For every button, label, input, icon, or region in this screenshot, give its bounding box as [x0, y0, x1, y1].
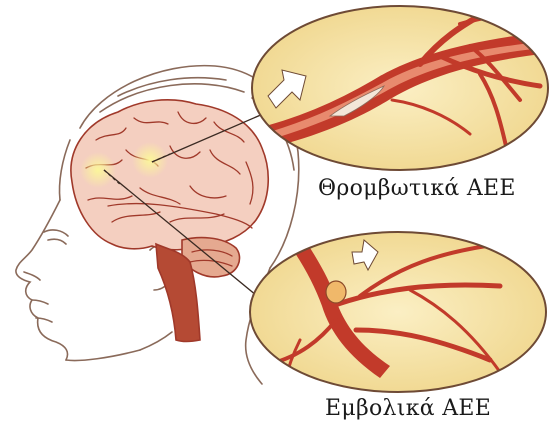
thrombotic-inset — [250, 6, 549, 170]
ischemic-spot-left — [80, 152, 116, 188]
embolic-inset — [250, 232, 546, 400]
caption-thrombotic-stroke: Θρομβωτικά ΑΕΕ — [318, 176, 516, 201]
ischemic-spot-right — [132, 142, 168, 178]
brain — [71, 100, 268, 342]
caption-embolic-stroke: Εμβολικά ΑΕΕ — [325, 396, 491, 421]
embolus — [326, 281, 346, 303]
